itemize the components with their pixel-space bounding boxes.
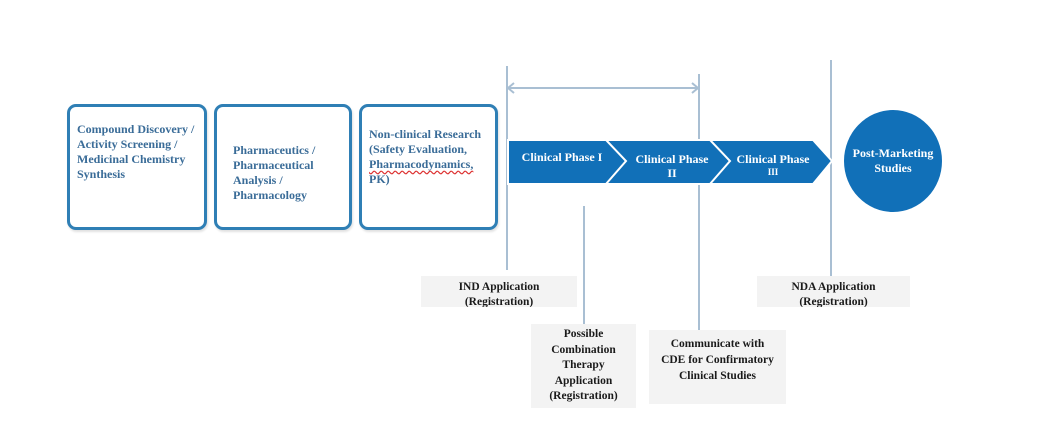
stage-text-line: Pharmaceutical xyxy=(233,158,314,172)
combination-connector-line xyxy=(583,206,585,326)
stage-box-non-clinical-research: Non-clinical Research (Safety Evaluation… xyxy=(359,104,498,230)
stage-text-line: Pharmacology xyxy=(233,188,307,202)
note-line: Application xyxy=(554,374,613,387)
note-line: Possible xyxy=(563,328,604,340)
stage-text-line: Medicinal Chemistry xyxy=(77,152,186,166)
phase-range-arrow xyxy=(506,82,700,94)
stage-text-line: Activity Screening / xyxy=(77,137,178,151)
phase-label-line: Clinical Phase I xyxy=(521,150,603,164)
stage-box-pharmaceutics: Pharmaceutics / Pharmaceutical Analysis … xyxy=(214,104,352,230)
phase-label-line: Clinical Phase xyxy=(736,152,810,166)
stage-text-line: Analysis / xyxy=(233,173,283,187)
clinical-phase-3-chevron xyxy=(707,139,834,185)
note-line: NDA Application xyxy=(791,281,876,293)
note-line: (Registration) xyxy=(464,296,534,307)
note-line: Communicate with xyxy=(670,338,765,350)
combination-therapy-note: Possible Combination Therapy Application… xyxy=(531,324,636,408)
post-marketing-label-line: Post-Marketing xyxy=(852,146,934,160)
phase-label-line: Clinical Phase xyxy=(635,152,709,166)
clinical-phase-2-label: Clinical Phase II xyxy=(628,152,716,180)
note-line: CDE for Confirmatory xyxy=(661,354,774,366)
note-line: Therapy xyxy=(562,359,605,371)
ind-application-note: IND Application (Registration) xyxy=(421,276,577,307)
note-line: (Registration) xyxy=(549,390,618,402)
note-line: (Registration) xyxy=(799,296,868,307)
stage-text-line: Compound Discovery / xyxy=(77,122,195,136)
clinical-phase-chevrons xyxy=(507,139,834,185)
phase2-connector-line xyxy=(698,74,700,336)
note-line: IND Application xyxy=(458,281,540,293)
nda-application-note: NDA Application (Registration) xyxy=(757,276,910,307)
stage-text-line: Pharmaceutics / xyxy=(233,143,316,157)
post-marketing-label-line: Studies xyxy=(874,161,912,175)
phase-label-line: II xyxy=(667,166,677,180)
clinical-phase-1-label: Clinical Phase I xyxy=(514,150,610,164)
stage-box-compound-discovery: Compound Discovery / Activity Screening … xyxy=(67,104,207,230)
stage-text-line: (Safety Evaluation, xyxy=(369,142,468,156)
phase-label-line: III xyxy=(767,167,779,177)
stage-text-line: Synthesis xyxy=(77,167,126,181)
clinical-phase-3-label: Clinical Phase III xyxy=(729,152,817,178)
stage-text-line: PK) xyxy=(369,172,390,186)
note-line: Clinical Studies xyxy=(678,370,756,382)
nda-connector-line xyxy=(830,60,832,278)
cde-communication-note: Communicate with CDE for Confirmatory Cl… xyxy=(649,330,786,404)
note-line: Combination xyxy=(551,343,616,356)
post-marketing-circle: Post-Marketing Studies xyxy=(844,110,942,212)
stage-text-line: Non-clinical Research xyxy=(369,127,482,141)
stage-text-line: Pharmacodynamics, xyxy=(369,157,474,171)
